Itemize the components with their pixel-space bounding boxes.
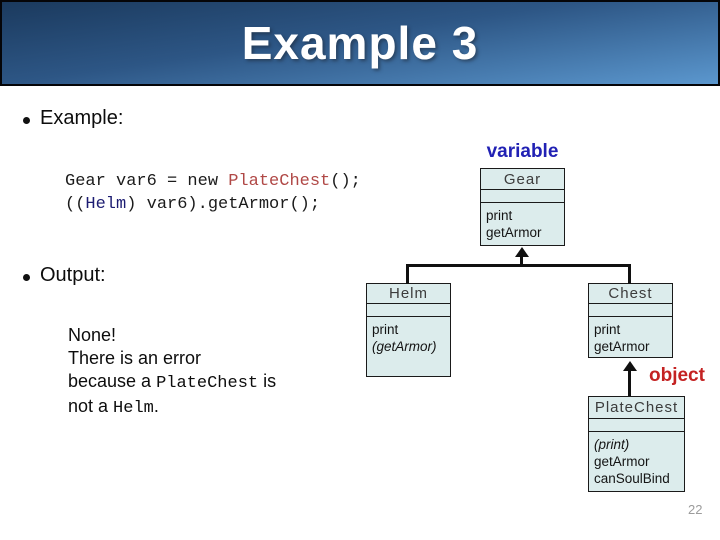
uml-box-platechest-fields bbox=[589, 419, 684, 432]
output-line4-plain: not a bbox=[68, 396, 114, 416]
connector-platechest-stem bbox=[628, 370, 631, 396]
connector-gear-stem bbox=[520, 256, 523, 267]
uml-box-chest-fields bbox=[589, 304, 672, 317]
method-row: print bbox=[594, 322, 621, 337]
method-row: print bbox=[486, 208, 513, 223]
connector-chest-drop bbox=[628, 264, 631, 284]
code-line-2: ((Helm) var6).getArmor(); bbox=[65, 193, 361, 216]
uml-box-chest-title: Chest bbox=[589, 284, 672, 304]
uml-box-helm-fields bbox=[367, 304, 450, 317]
uml-box-chest: Chest print getArmor bbox=[588, 283, 673, 358]
uml-box-platechest-methods: (print) getArmor canSoulBind bbox=[589, 432, 684, 491]
output-line-1: None! bbox=[68, 325, 117, 345]
uml-box-platechest: PlateChest (print) getArmor canSoulBind bbox=[588, 396, 685, 492]
uml-box-gear-fields bbox=[481, 190, 564, 203]
method-row: canSoulBind bbox=[594, 471, 670, 486]
output-line-2: There is an error bbox=[68, 348, 202, 368]
output-line3-classname: PlateChest bbox=[156, 374, 259, 393]
code-line2-cast: Helm bbox=[85, 195, 127, 214]
method-row: print bbox=[372, 322, 399, 337]
inheritance-arrow-icon bbox=[515, 247, 529, 257]
connector-helm-drop bbox=[406, 264, 409, 284]
connector-horizontal bbox=[406, 264, 631, 267]
code-line2-end: ) var6).getArmor(); bbox=[126, 195, 321, 214]
method-row: getArmor bbox=[486, 225, 542, 240]
code-line1-end: (); bbox=[330, 172, 361, 191]
uml-box-gear-title: Gear bbox=[481, 169, 564, 190]
uml-box-platechest-title: PlateChest bbox=[589, 397, 684, 419]
uml-box-gear-methods: print getArmor bbox=[481, 203, 564, 245]
uml-box-gear: Gear print getArmor bbox=[480, 168, 565, 246]
uml-box-helm-methods: print (getArmor) bbox=[367, 317, 450, 376]
variable-label: variable bbox=[486, 141, 559, 162]
output-section-label: Output: bbox=[40, 264, 106, 286]
output-line4-classname: Helm bbox=[113, 399, 154, 418]
example-section-label: Example: bbox=[40, 107, 124, 129]
output-line-4: not a Helm. bbox=[68, 395, 276, 420]
inheritance-arrow-icon bbox=[623, 361, 637, 371]
bullet-icon bbox=[23, 117, 30, 124]
output-line3-end: is bbox=[258, 371, 277, 391]
code-line1-plain: Gear var6 = new bbox=[65, 172, 229, 191]
code-line-1: Gear var6 = new PlateChest(); bbox=[65, 170, 361, 193]
slide-title: Example 3 bbox=[241, 17, 479, 69]
page-number: 22 bbox=[688, 502, 703, 517]
uml-box-chest-methods: print getArmor bbox=[589, 317, 672, 357]
output-line-3: because a PlateChest is bbox=[68, 370, 276, 395]
object-label: object bbox=[649, 365, 705, 386]
output-line3-plain: because a bbox=[68, 371, 157, 391]
uml-box-helm: Helm print (getArmor) bbox=[366, 283, 451, 377]
method-row: getArmor bbox=[594, 454, 650, 469]
method-row: getArmor bbox=[594, 339, 650, 354]
method-row: (getArmor) bbox=[372, 339, 437, 354]
uml-box-helm-title: Helm bbox=[367, 284, 450, 304]
slide-header: Example 3 bbox=[0, 0, 720, 86]
code-line2-open: (( bbox=[65, 195, 86, 214]
code-snippet: Gear var6 = new PlateChest();((Helm) var… bbox=[65, 170, 361, 216]
method-row: (print) bbox=[594, 437, 630, 452]
bullet-icon bbox=[23, 274, 30, 281]
output-line4-end: . bbox=[153, 396, 159, 416]
output-text: None! There is an error because a PlateC… bbox=[68, 324, 276, 420]
code-line1-classname: PlateChest bbox=[228, 172, 331, 191]
